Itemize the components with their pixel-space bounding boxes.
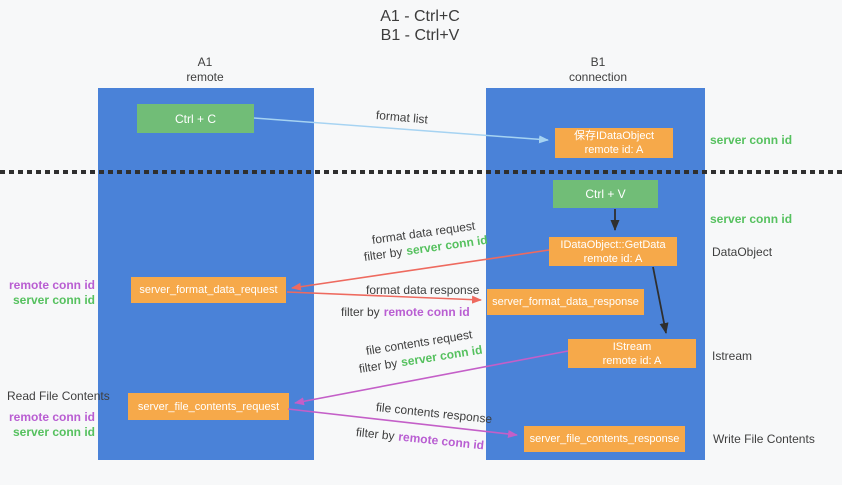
ctrl-v-box: Ctrl + V [553, 180, 658, 208]
server-conn-id-label: server conn id [12, 425, 95, 439]
remote-conn-id-key: remote conn id [397, 429, 485, 453]
remote-conn-id-key: remote conn id [383, 305, 470, 319]
column-b1-name: B1 [590, 55, 606, 69]
istream-line1: IStream [612, 340, 652, 353]
dataobject-label: DataObject [712, 245, 773, 259]
format-request-label: server_format_data_request [139, 284, 278, 296]
title-line-1: A1 - Ctrl+C [380, 8, 460, 25]
server-conn-id-label-right-2: server conn id [710, 212, 793, 226]
left-conn-id-group-top: remote conn id server conn id [0, 278, 95, 308]
filter-by-text: filter by [357, 356, 399, 376]
column-b1-header: B1 connection [528, 55, 668, 85]
ctrl-v-label: Ctrl + V [585, 187, 626, 201]
remote-conn-id-label: remote conn id [8, 410, 95, 424]
server-conn-id-label: server conn id [12, 293, 95, 307]
file-response-label: server_file_contents_response [529, 433, 680, 445]
format-response-label: server_format_data_response [492, 296, 639, 308]
diagram-title: A1 - Ctrl+C B1 - Ctrl+V [310, 7, 530, 45]
filter-by-text: filter by [355, 425, 396, 444]
getdata-line2: remote id: A [583, 252, 643, 265]
istream-line2: remote id: A [602, 354, 662, 367]
server-conn-id-label-right-1: server conn id [710, 133, 793, 147]
server-file-contents-request-box: server_file_contents_request [128, 393, 289, 420]
getdata-line1: IDataObject::GetData [560, 238, 666, 251]
istream-side-label: Istream [712, 349, 753, 363]
left-conn-id-group-bottom: remote conn id server conn id [0, 410, 95, 440]
save-idataobject-line2: remote id: A [584, 144, 644, 156]
label-format-list: format list [375, 108, 429, 127]
label-format-data-response: format data response [366, 283, 480, 297]
column-b1-subtitle: connection [568, 70, 628, 84]
session-divider-dotted-line [0, 170, 842, 174]
filter-by-text: filter by [341, 305, 380, 319]
save-idataobject-line1: 保存IDataObject [573, 130, 655, 142]
column-a1-subtitle: remote [186, 70, 224, 84]
read-file-contents-label: Read File Contents [7, 389, 110, 403]
label-file-contents-response: file contents response [375, 400, 493, 427]
server-file-contents-response-box: server_file_contents_response [524, 426, 685, 452]
column-a1-header: A1 remote [135, 55, 275, 85]
ctrl-c-box: Ctrl + C [137, 104, 254, 133]
istream-box: IStream remote id: A [568, 339, 696, 368]
idataobject-getdata-box: IDataObject::GetData remote id: A [549, 237, 677, 266]
server-format-data-request-box: server_format_data_request [131, 277, 286, 303]
column-a1-name: A1 [197, 55, 213, 69]
ctrl-c-label: Ctrl + C [174, 111, 216, 126]
remote-conn-id-label: remote conn id [8, 278, 95, 292]
filter-by-text: filter by [363, 244, 404, 264]
server-format-data-response-box: server_format_data_response [487, 289, 644, 315]
title-line-2: B1 - Ctrl+V [380, 27, 460, 44]
write-file-contents-label: Write File Contents [713, 432, 815, 446]
file-request-label: server_file_contents_request [137, 400, 280, 413]
save-idataobject-box: 保存IDataObject remote id: A [555, 128, 673, 158]
